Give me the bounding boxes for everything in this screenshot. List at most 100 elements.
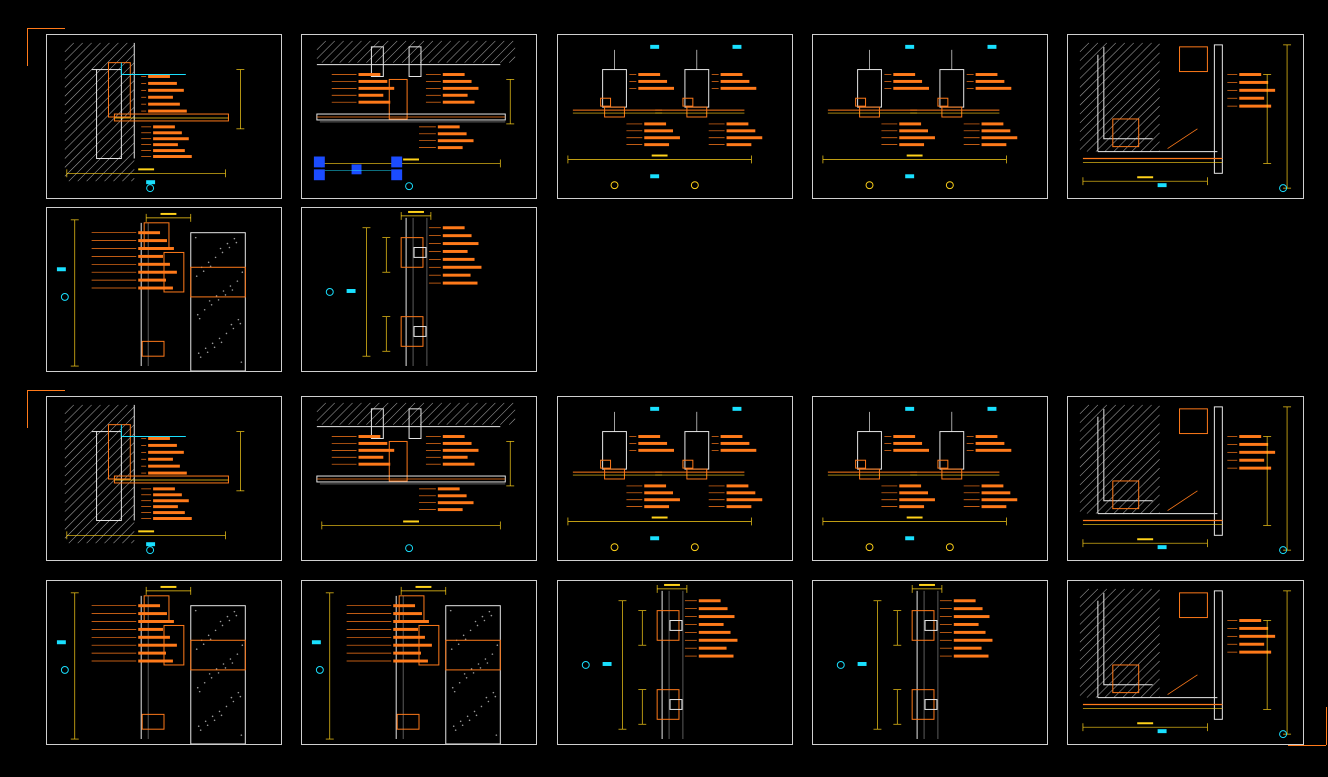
note-mark [437,125,460,129]
dimension-mark [906,154,923,157]
dimension-mark [138,168,155,171]
partition-head [388,440,408,482]
note-mark [893,86,930,90]
fill-dot [204,720,207,723]
hatch-line [1131,485,1160,514]
hatch-line [64,42,74,53]
note-mark [442,249,468,253]
profile-base [686,468,708,480]
note-mark [148,75,170,78]
hatch-line [455,402,478,425]
note-mark [953,607,983,611]
fill-dot [214,256,217,259]
note-mark [899,505,925,509]
note-mark [981,491,1011,495]
detail-panel [1067,580,1304,745]
detail-bubble [1279,730,1288,739]
hatch-line [393,40,416,63]
note-mark [437,139,474,143]
hatch-line [64,53,135,124]
note-mark [442,242,479,246]
hatch-line [77,124,135,182]
dimension-mark [403,520,419,523]
hatch-line [321,402,344,425]
hatch-line [64,404,110,450]
hatch-line [68,477,135,544]
fill-dot [464,638,467,641]
note-mark [899,491,929,495]
note-mark [644,491,674,495]
hatch-line [64,433,135,503]
fill-dot [237,691,240,694]
hatch-line [1079,52,1160,133]
drawing-rect [924,699,938,710]
detail-drawing [64,404,245,555]
hatch-line [491,40,514,63]
note-mark [138,635,170,639]
fill-dot [211,342,214,345]
lower-profile [1112,118,1140,148]
hatch-line [64,42,110,88]
hatch-line [86,133,135,182]
detail-panel [46,34,282,199]
fill-dot [219,620,222,623]
note-mark [393,643,432,647]
hatch-line [64,404,74,415]
dimension-mark [415,585,432,588]
hatch-line [1149,687,1160,698]
note-mark [358,455,384,459]
hatch-line [1079,588,1125,634]
hatch-line [348,40,371,63]
hatch-line [401,402,425,425]
fill-dot [232,327,235,330]
note-mark [1239,73,1262,76]
fill-dot [241,644,244,647]
note-mark [358,79,388,83]
profile-clip [682,459,694,469]
note-mark [358,462,391,466]
detail-panel [301,580,537,745]
note-mark [726,491,756,495]
fill-dot [228,246,231,249]
vertical-stud [1213,590,1223,720]
fill-dot [472,672,475,674]
note-mark [1239,466,1272,470]
dimension-mark [664,583,680,586]
detail-drawing [313,40,516,191]
detail-drawing [1079,588,1292,739]
hatch-line [64,404,92,432]
note-mark [698,622,724,626]
note-mark [442,226,465,230]
fill-dot [214,629,217,632]
fill-dot [468,719,471,722]
hatch-line [1079,42,1125,88]
upper-profile [656,610,680,641]
dimension-mark [1137,538,1154,541]
note-mark [975,79,1005,83]
note-mark [138,254,164,258]
note-mark [953,638,993,642]
detail-drawing [56,585,246,744]
drawing-rect [924,620,938,631]
hatch-line [428,40,451,63]
hatch-line [384,402,407,425]
detail-drawing [56,212,246,371]
hatch-line [64,460,135,530]
hanger [370,408,384,439]
note-mark [358,441,388,445]
cyan-tag [650,174,660,179]
hatch-line [1079,404,1099,423]
note-mark [148,81,177,85]
profile-clip [600,459,612,469]
note-mark [437,487,460,491]
fill-dot [207,634,210,637]
note-mark [1239,650,1272,654]
note-mark [393,612,422,616]
fill-dot [241,271,244,274]
hatch-line [113,522,135,544]
fill-dot [206,724,209,727]
fill-dot [454,729,457,731]
hatch-line [1095,450,1160,514]
detail-panel [557,580,793,745]
note-mark [153,125,175,129]
